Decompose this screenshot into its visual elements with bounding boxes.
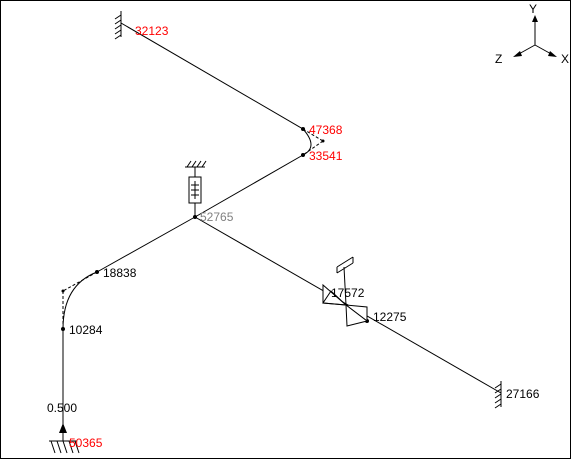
node-label-17572: 17572 [331,286,365,300]
node-label-33541: 33541 [309,149,343,163]
node-label-18838: 18838 [103,266,137,280]
node-label-52765: 52765 [200,210,234,224]
node-point-18838[interactable] [95,270,99,274]
axis-label-x: X [561,52,569,66]
node-point-47368[interactable] [301,127,305,131]
load-arrow-icon [59,423,67,433]
node-point-bend-center [321,139,325,143]
pipe-segment-33541-52765 [194,154,304,218]
node-point-10284[interactable] [61,327,65,331]
valve-icon[interactable] [322,256,369,327]
node-point-bend-center-2 [61,289,65,293]
axis-label-z: Z [495,52,502,66]
pipe-segment-32123-47368 [120,22,304,130]
node-label-50365: 50365 [69,436,103,450]
axis-label-y: Y [529,2,537,16]
node-label-27166: 27166 [506,387,540,401]
pipe-bend-18838-10284 [62,271,98,330]
load-value-label: 0.500 [47,401,77,415]
bend-tangent-dash-1 [302,128,324,142]
node-point-33541[interactable] [301,153,305,157]
anchor-icon-27166 [494,381,502,409]
anchor-icon-50365 [49,440,80,454]
node-label-10284: 10284 [69,323,103,337]
node-label-47368: 47368 [309,123,343,137]
bend-tangent-dash-3 [62,271,98,292]
spring-hanger-icon[interactable] [185,160,207,217]
node-label-12275: 12275 [373,310,407,324]
node-label-32123: 32123 [135,24,169,38]
axis-triad: Y Z X [495,2,569,66]
anchor-icon-32123 [114,11,122,40]
bend-tangent-dash-2 [302,140,324,156]
pipe-segment-52765-18838 [96,216,196,273]
